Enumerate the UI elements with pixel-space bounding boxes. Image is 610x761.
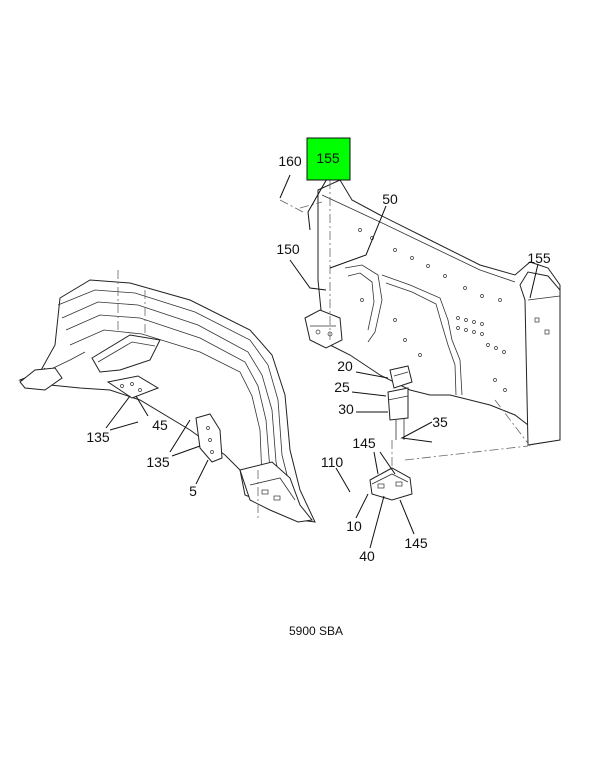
callout-5: 5 xyxy=(189,483,197,499)
panel-holes xyxy=(358,228,507,392)
callout-45: 45 xyxy=(152,417,168,433)
callout-135-left: 135 xyxy=(86,429,110,445)
callouts: 155 160 50 150 155 20 25 30 35 145 110 1… xyxy=(86,137,551,638)
callout-155-highlighted: 155 xyxy=(316,150,340,166)
callout-30: 30 xyxy=(338,401,354,417)
bracket-stack xyxy=(387,365,413,440)
lower-bracket xyxy=(369,440,413,501)
callout-150: 150 xyxy=(276,241,300,257)
callout-145-upper: 145 xyxy=(352,435,376,451)
callout-155-right: 155 xyxy=(527,250,551,266)
callout-160: 160 xyxy=(278,153,302,169)
diagram-caption: 5900 SBA xyxy=(289,624,343,638)
callout-110: 110 xyxy=(321,454,344,470)
callout-20: 20 xyxy=(337,358,353,374)
callout-135-mid: 135 xyxy=(146,454,170,470)
left-frame-assembly xyxy=(18,270,316,523)
right-panel-assembly xyxy=(299,179,561,461)
callout-40: 40 xyxy=(359,548,375,564)
callout-35: 35 xyxy=(432,414,448,430)
callout-145-lower: 145 xyxy=(404,535,428,551)
leader-lines xyxy=(105,169,539,549)
callout-10: 10 xyxy=(346,518,362,534)
callout-50: 50 xyxy=(382,191,398,207)
callout-25: 25 xyxy=(334,379,350,395)
highlight-box xyxy=(306,137,351,181)
